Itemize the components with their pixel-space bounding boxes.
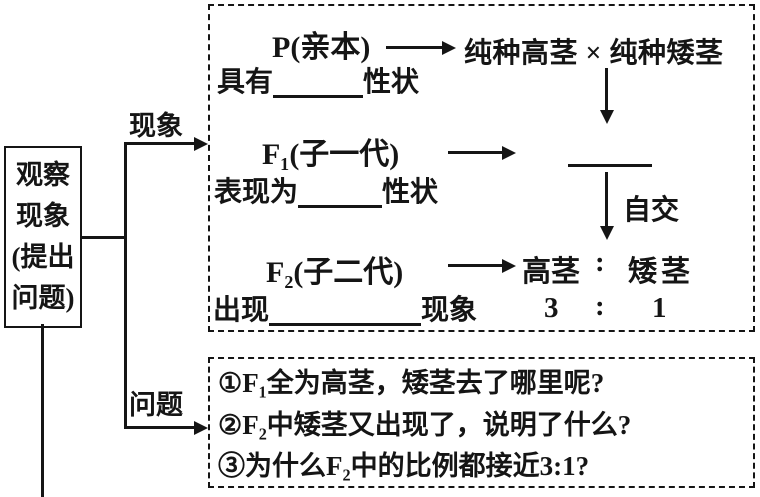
ratio-colon: :: [595, 246, 605, 278]
observe-box-line: 问题): [11, 283, 75, 313]
self-cross-arrow-shaft: [605, 172, 608, 228]
f2-arrow-shaft: [448, 264, 504, 267]
phenomenon-arrow-shaft: [124, 142, 195, 145]
f1-arrow-shaft: [448, 151, 504, 154]
question-item: ②F₂中矮茎又出现了，说明了什么?: [218, 409, 632, 440]
p-trait-suffix: 性状: [363, 67, 420, 98]
cross-down-arrow-shaft: [605, 68, 608, 112]
ratio-tall-label: 高茎: [522, 256, 581, 288]
f1-generation-label: F₁(子一代): [262, 138, 400, 171]
f2-suffix: 现象: [421, 295, 478, 326]
question-branch-label: 问题: [129, 390, 183, 420]
question-item: ①F₁全为高茎，矮茎去了哪里呢?: [218, 368, 605, 398]
phenomenon-dashed-box: [208, 4, 755, 332]
branch-vertical-line: [124, 142, 127, 429]
observe-box-line: 观察: [16, 160, 70, 190]
ratio-colon: :: [595, 290, 605, 322]
blank-underline: [298, 201, 383, 208]
arrow-right-icon: [194, 420, 208, 435]
arrow-down-icon: [599, 226, 614, 240]
self-cross-label: 自交: [623, 195, 680, 226]
f1-trait-suffix: 性状: [382, 177, 439, 208]
blank-underline: [273, 91, 364, 98]
blank-underline: [269, 319, 422, 326]
f2-prefix: 出现: [213, 295, 270, 326]
ratio-value-short: 1: [652, 292, 667, 324]
ratio-short-label: 矮茎: [628, 256, 695, 288]
arrow-right-icon: [502, 258, 516, 273]
f1-trait-prefix: 表现为: [214, 177, 299, 208]
p-generation-label: P(亲本): [272, 31, 371, 64]
arrow-right-icon: [502, 145, 516, 160]
f1-trait-line: 表现为 性状: [214, 170, 438, 210]
phenomenon-branch-label: 现象: [129, 111, 183, 141]
p-cross-text: 纯种高茎 × 纯种矮茎: [464, 38, 724, 69]
question-list: ①F₁全为高茎，矮茎去了哪里呢? ②F₂中矮茎又出现了，说明了什么? ③为什么F…: [218, 363, 631, 488]
p-trait-line: 具有 性状: [217, 60, 419, 100]
f1-result-blank: [568, 164, 652, 167]
observe-box-line: 现象: [16, 201, 70, 231]
ratio-value-tall: 3: [544, 292, 559, 324]
arrow-down-icon: [599, 110, 614, 124]
p-arrow-shaft: [386, 46, 444, 49]
observe-box-line: (提出: [11, 242, 75, 272]
f2-generation-label: F₂(子二代): [266, 256, 404, 289]
connector-box-to-branch: [80, 236, 126, 239]
arrow-right-icon: [442, 40, 456, 55]
arrow-right-icon: [194, 136, 208, 151]
question-arrow-shaft: [124, 426, 195, 429]
continuation-line: [41, 324, 44, 497]
question-item: ③为什么F₂中的比例都接近3:1?: [218, 451, 590, 481]
observe-phenomenon-box: 观察 现象 (提出 问题): [4, 146, 82, 328]
p-trait-prefix: 具有: [217, 67, 274, 98]
question-dashed-box: [208, 357, 755, 488]
f2-result-line: 出现 现象: [213, 288, 477, 328]
